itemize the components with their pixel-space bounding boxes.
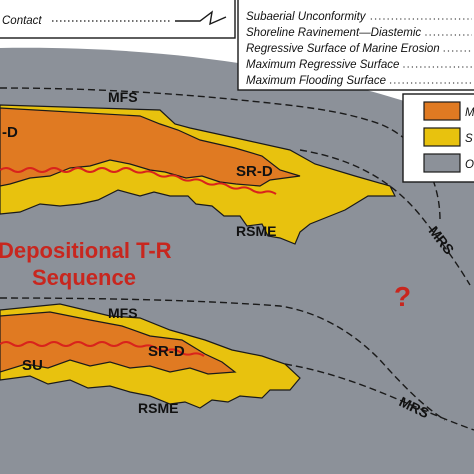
label-su-lower: SU [22, 357, 43, 374]
upper-regressive-wedge [0, 107, 301, 187]
contact-legend-label: Contact [2, 15, 42, 27]
facies-swatch [423, 153, 461, 173]
lower-flooding-surface [0, 297, 446, 421]
lower-regressive-surface [284, 363, 474, 431]
surface-legend-item: Regressive Surface of Marine Erosion [246, 43, 440, 55]
sequence-title-line1: Depositional T-R [0, 238, 172, 263]
lower-regressive-wedge [0, 311, 237, 375]
sequence-title-line2: Sequence [32, 265, 136, 290]
upper-regressive-surface [299, 149, 471, 286]
surface-legend-box [237, 0, 474, 91]
surface-legend-item: Maximum Regressive Surface [246, 59, 399, 71]
label-rsme-lower: RSME [138, 400, 178, 416]
surface-legend-item: Maximum Flooding Surface [246, 75, 386, 87]
facies-swatch [423, 127, 461, 147]
question-mark: ? [394, 281, 411, 312]
facies-legend-items: M S O [423, 101, 474, 173]
label-rsme-upper: RSME [236, 223, 276, 239]
facies-label: M [465, 107, 474, 119]
surface-legend-item: Shoreline Ravinement—Diastemic [246, 27, 421, 39]
contact-legend-box [0, 0, 236, 39]
lower-ravinement-surface [0, 341, 205, 357]
label-srd-lower: SR-D [148, 343, 185, 360]
label-mfs-upper: MFS [108, 89, 138, 105]
label-srd-upper-right: SR-D [236, 163, 273, 180]
label-mfs-lower: MFS [108, 305, 138, 321]
upper-ravinement-surface [0, 167, 277, 195]
upper-flooding-surface [0, 87, 441, 221]
facies-swatch [423, 101, 461, 121]
label-srd-upper-left: -D [2, 124, 18, 141]
facies-label: S [465, 133, 473, 145]
facies-label: O [465, 159, 474, 171]
contact-symbol [175, 10, 227, 26]
surface-legend-item: Subaerial Unconformity [246, 11, 367, 23]
